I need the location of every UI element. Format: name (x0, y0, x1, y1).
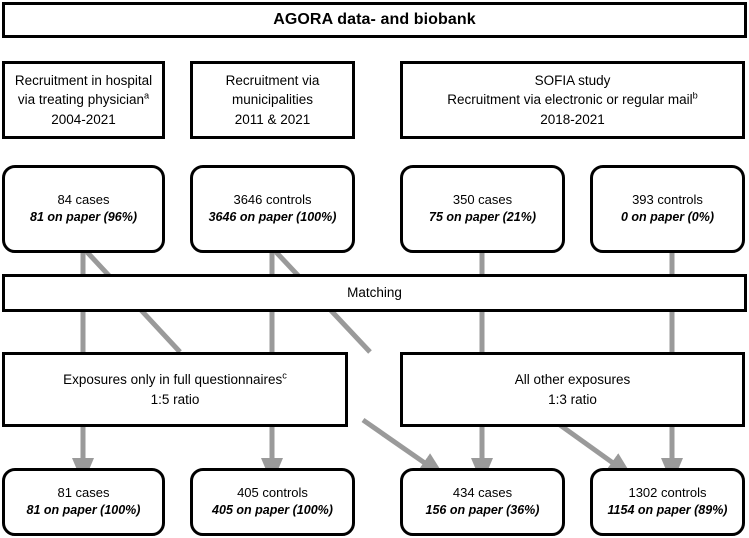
source-municipalities-line-2: 2011 & 2021 (234, 111, 311, 127)
exposure-all-other-line-1: 1:3 ratio (548, 391, 597, 407)
footnote-marker-b: b (692, 90, 698, 101)
result-434-cases-count: 434 cases (452, 485, 513, 501)
result-434-cases-paper: 156 on paper (36%) (425, 503, 540, 518)
arrow-to-434cases-diagonal (361, 417, 446, 478)
recruited-393-controls-paper: 0 on paper (0%) (620, 210, 715, 225)
recruited-box-393-controls: 393 controls 0 on paper (0%) (590, 165, 745, 253)
recruited-350-cases-paper: 75 on paper (21%) (429, 210, 536, 225)
connector-group-lower (72, 417, 684, 484)
footnote-marker-c: c (282, 370, 287, 381)
source-hospital-line-2: 2004-2021 (51, 111, 116, 127)
matching-label: Matching (347, 285, 402, 301)
source-box-sofia: SOFIA study Recruitment via electronic o… (400, 61, 745, 139)
result-81-cases-count: 81 cases (57, 485, 110, 501)
recruited-393-controls-count: 393 controls (632, 192, 703, 208)
matching-box: Matching (2, 274, 747, 312)
source-hospital-line-0: Recruitment in hospital (14, 72, 153, 88)
source-box-hospital: Recruitment in hospital via treating phy… (2, 61, 165, 139)
source-sofia-line-2: 2018-2021 (540, 111, 605, 127)
result-box-1302-controls: 1302 controls 1154 on paper (89%) (590, 468, 745, 536)
recruited-3646-controls-paper: 3646 on paper (100%) (208, 210, 337, 225)
result-405-controls-count: 405 controls (237, 485, 308, 501)
source-municipalities-line-0: Recruitment via (225, 72, 320, 88)
result-1302-controls-paper: 1154 on paper (89%) (607, 503, 728, 518)
source-municipalities-line-1: municipalities (231, 92, 314, 108)
source-hospital-line-1: via treating physiciana (17, 90, 150, 108)
recruited-350-cases-count: 350 cases (452, 192, 513, 208)
result-405-controls-paper: 405 on paper (100%) (212, 503, 333, 518)
exposure-box-all-other: All other exposures 1:3 ratio (400, 352, 745, 427)
source-sofia-line-0: SOFIA study (534, 72, 611, 88)
exposure-box-full-questionnaires: Exposures only in full questionnairesc 1… (2, 352, 348, 427)
recruited-box-3646-controls: 3646 controls 3646 on paper (100%) (190, 165, 355, 253)
result-box-81-cases: 81 cases 81 on paper (100%) (2, 468, 165, 536)
header-title-box: AGORA data- and biobank (2, 2, 747, 38)
result-box-434-cases: 434 cases 156 on paper (36%) (400, 468, 565, 536)
result-1302-controls-count: 1302 controls (628, 485, 707, 501)
exposure-full-questionnaires-line-1: 1:5 ratio (150, 391, 200, 407)
recruited-84-cases-paper: 81 on paper (96%) (30, 210, 137, 225)
result-81-cases-paper: 81 on paper (100%) (26, 503, 141, 518)
arrow-to-1302controls-diagonal (551, 417, 634, 478)
recruited-3646-controls-count: 3646 controls (233, 192, 312, 208)
recruited-84-cases-count: 84 cases (57, 192, 110, 208)
footnote-marker-a: a (143, 90, 150, 101)
result-box-405-controls: 405 controls 405 on paper (100%) (190, 468, 355, 536)
page-title: AGORA data- and biobank (273, 10, 476, 28)
exposure-all-other-line-0: All other exposures (514, 371, 631, 387)
recruited-box-350-cases: 350 cases 75 on paper (21%) (400, 165, 565, 253)
recruited-box-84-cases: 84 cases 81 on paper (96%) (2, 165, 165, 253)
source-box-municipalities: Recruitment via municipalities 2011 & 20… (190, 61, 355, 139)
source-sofia-line-1: Recruitment via electronic or regular ma… (447, 90, 698, 108)
exposure-full-questionnaires-line-0: Exposures only in full questionnairesc (63, 370, 287, 387)
